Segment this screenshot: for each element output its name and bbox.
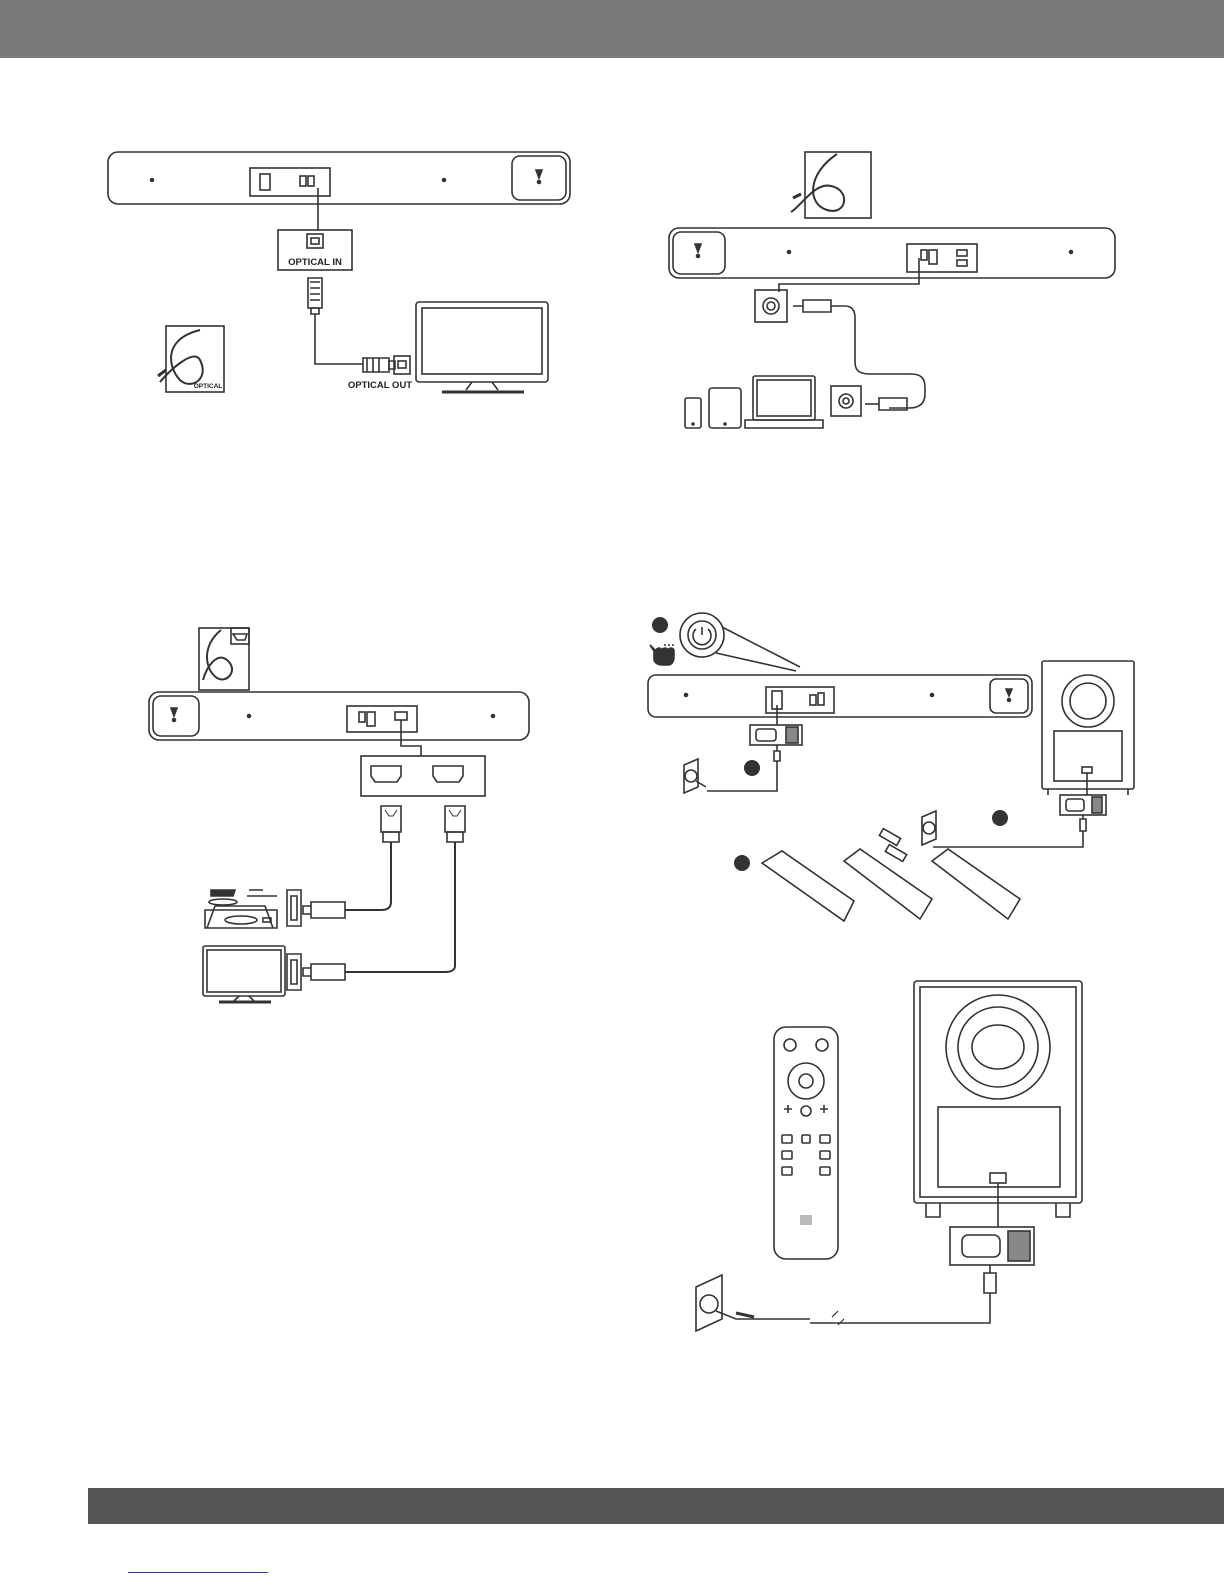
step-marker [744,760,760,776]
step-marker [992,810,1008,826]
subwoofer-icon [914,981,1082,1217]
subwoofer-icon [1042,661,1134,795]
footer-band [88,1488,1224,1524]
power-icon [680,613,724,657]
aux-cable-icon [791,152,871,218]
tv-icon [203,946,285,1002]
wall-outlet-icon [922,811,936,845]
wall-outlet-icon [696,1275,810,1331]
power-inlet-icon [1060,795,1106,815]
smartphone-icon [685,398,701,428]
hdmi-port-icon [361,756,485,796]
tv-icon [416,302,548,392]
hdmi-connection-diagram [145,620,545,1010]
aux-connection-diagram [665,140,1125,440]
wall-outlet-icon [684,759,706,793]
soundbar-icon [108,152,570,204]
power-inlet-icon [750,725,802,745]
aux-in-port-icon [831,386,861,416]
remote-battery-icon [762,829,1020,921]
soundbar-icon [648,675,1032,717]
step-marker [734,855,750,871]
header-band [0,0,1224,58]
tablet-icon [709,388,741,428]
optical-in-label: OPTICAL IN [288,257,342,268]
subwoofer-power-diagram [690,975,1090,1335]
optical-plug-icon [308,278,322,314]
soundbar-icon [149,692,529,740]
optical-cable-label: OPTICAL [194,383,223,390]
laptop-icon [745,376,823,428]
remote-icon [774,1027,838,1259]
optical-connection-diagram: OPTICAL IN OPTICAL OUT [100,140,580,410]
optical-plug-icon [363,358,395,372]
optical-out-label: OPTICAL OUT [348,380,412,391]
aux-in-port-icon [755,290,787,322]
footer-link-underline [128,1572,268,1573]
power-inlet-icon [950,1227,1034,1265]
hand-icon [650,645,676,665]
disc-player-icon [205,890,277,928]
hdmi-cable-icon [199,628,249,690]
power-connection-diagram [640,605,1140,935]
soundbar-icon [669,228,1115,278]
step-marker [652,617,668,633]
hdmi-plug-icon [381,806,465,842]
